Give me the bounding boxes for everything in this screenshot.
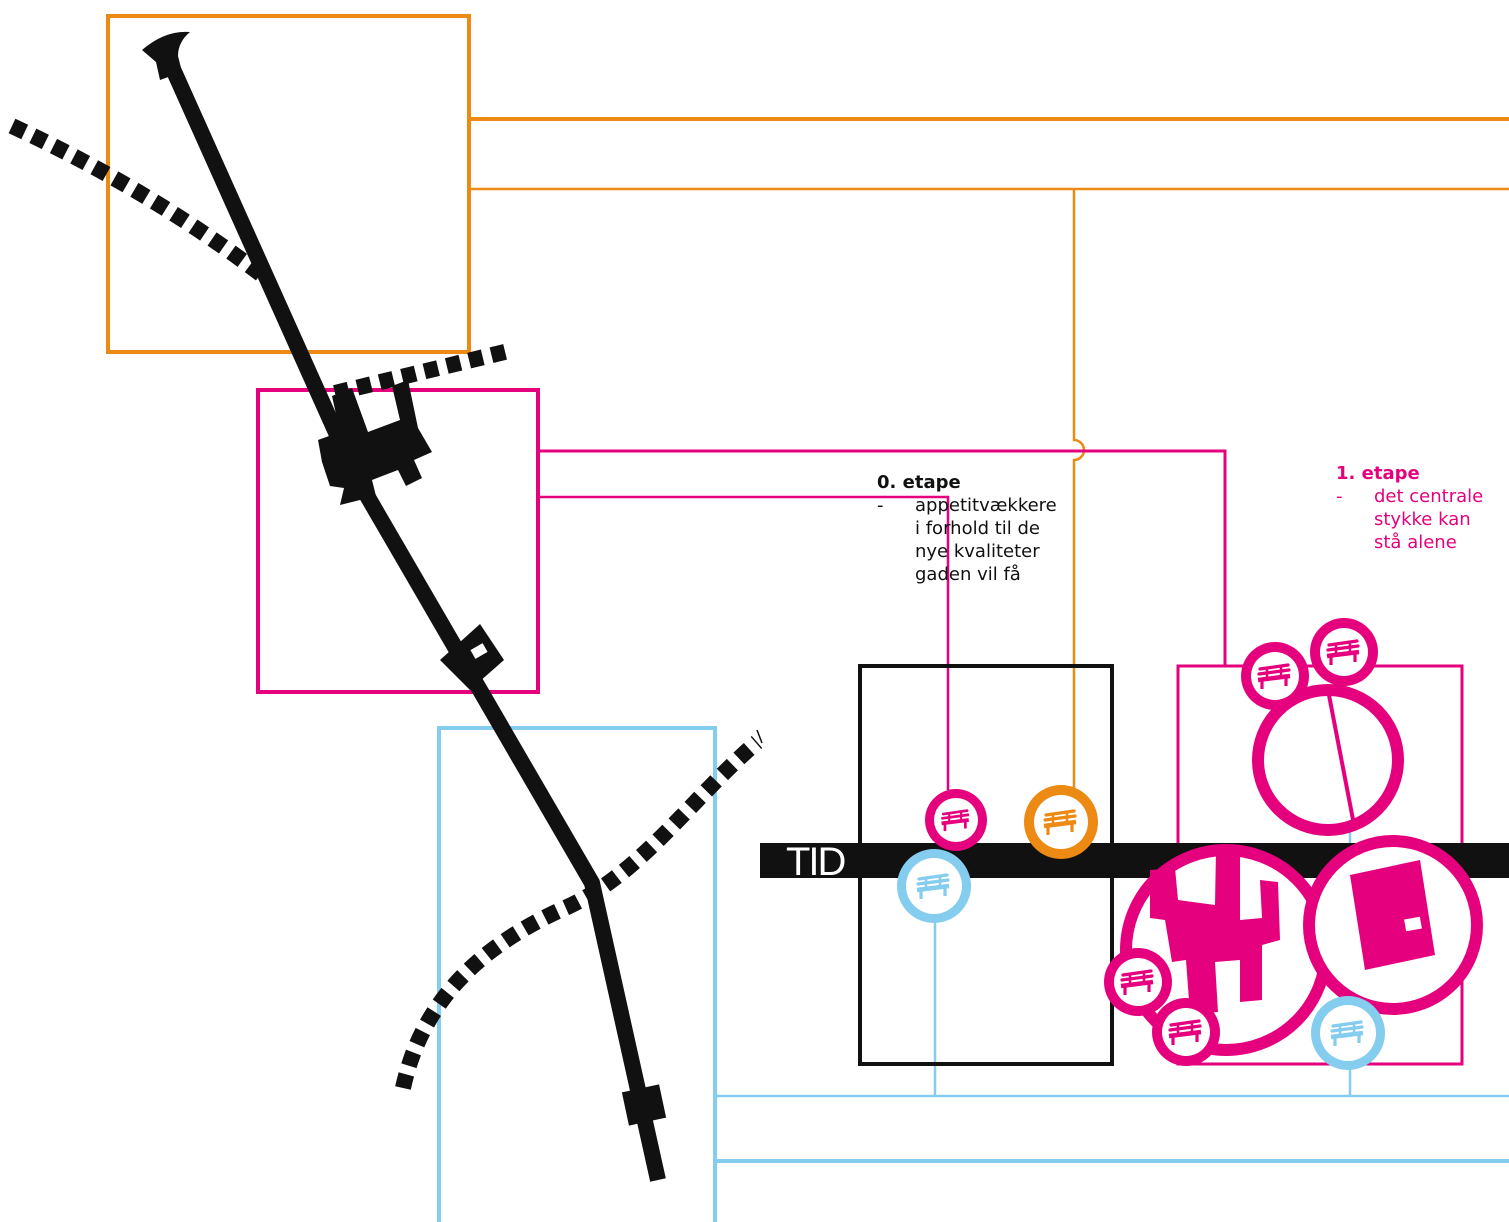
dashed-curve-visible [403, 432, 757, 743]
orange-zone-frame [106, 14, 471, 354]
stage-0-bench-orange [1024, 785, 1098, 859]
building-icon-3 [470, 643, 488, 659]
building-icon [318, 380, 432, 505]
stage-1-bullet: - [1336, 486, 1343, 507]
north-arrow-icon [142, 31, 190, 80]
magenta-connector-thin [538, 495, 950, 790]
dashed-street-curve [395, 735, 763, 1090]
building-icon-e [1350, 860, 1435, 970]
stage-1-label: 1. etape - det centrale stykke kan stå a… [1336, 462, 1509, 554]
blue-zone-frame [437, 726, 717, 1222]
building-icon-h [1150, 850, 1280, 1014]
dashed-line-middle [333, 342, 515, 401]
stage-1-bench-1 [1241, 642, 1309, 710]
timeline-label: TID [786, 840, 846, 884]
main-street [160, 54, 666, 1182]
stage-1-text: det centrale stykke kan stå alene [1374, 486, 1484, 553]
dashed-line-top [8, 118, 267, 282]
stage-0-bench-magenta [925, 789, 987, 851]
stage-1-bench-2 [1310, 618, 1378, 686]
stage-0-bullet: - [877, 495, 884, 516]
stage-1-bench-4 [1152, 998, 1220, 1066]
stage-1-title: 1. etape [1336, 463, 1420, 484]
tiny-tick [756, 729, 763, 744]
street-block [621, 1084, 667, 1126]
building-icon-2 [440, 624, 504, 690]
stage-0-label: 0. etape - appetitvækkere i forhold til … [877, 471, 1117, 586]
stage-0-title: 0. etape [877, 472, 961, 493]
stage-1-bench-blue [1311, 996, 1385, 1070]
stage-0-bench-blue [897, 849, 971, 923]
stage-0-text: appetitvækkere i forhold til de nye kval… [915, 495, 1057, 585]
stage-1-bench-3 [1104, 948, 1172, 1016]
magenta-connector-thick [538, 449, 1227, 666]
